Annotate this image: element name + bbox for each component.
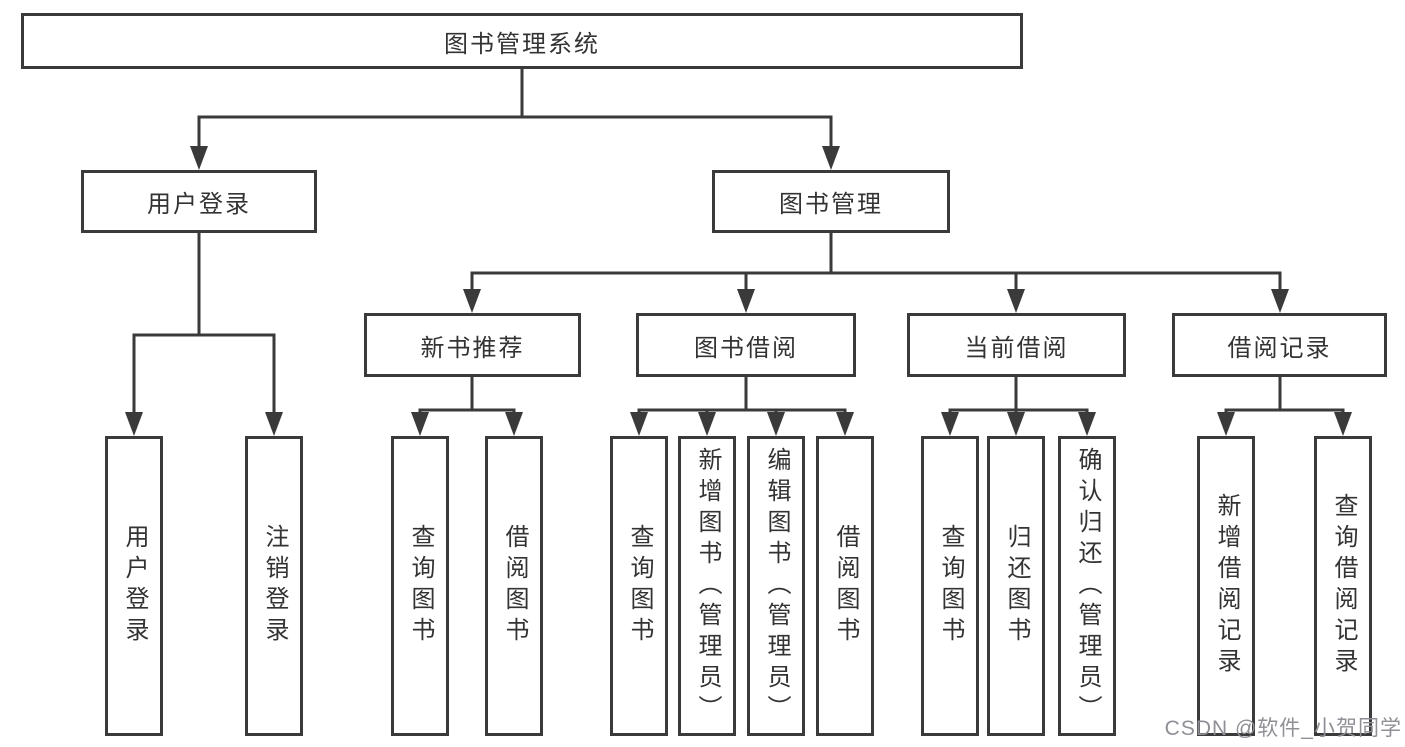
arrowhead-icons	[125, 146, 1352, 436]
arrowhead-down-icon	[411, 412, 429, 436]
node-label: 图书借阅	[694, 334, 798, 362]
node-label: 借阅记录	[1227, 334, 1332, 362]
node-library-system: 图书管理系统	[21, 13, 1023, 69]
arrowhead-down-icon	[463, 289, 481, 313]
arrowhead-down-icon	[190, 146, 208, 170]
node-label: 新书推荐	[420, 334, 525, 362]
node-label: 查询图书	[407, 524, 434, 648]
leaf-query-books-current: 查询图书	[921, 436, 979, 736]
node-label: 图书管理	[779, 191, 883, 218]
arrowhead-down-icon	[630, 412, 648, 436]
arrowhead-down-icon	[737, 289, 755, 313]
csdn-watermark: CSDN @软件_小贺同学	[1164, 717, 1402, 740]
node-book-borrowing: 图书借阅	[636, 313, 856, 377]
arrowhead-down-icon	[1007, 412, 1025, 436]
node-label: 查询图书	[626, 524, 653, 648]
node-label: 用户登录	[121, 524, 148, 648]
arrowhead-down-icon	[1007, 289, 1025, 313]
leaf-query-books-borrowing: 查询图书	[610, 436, 668, 736]
arrowhead-down-icon	[941, 412, 959, 436]
arrowhead-down-icon	[822, 146, 840, 170]
node-label: 用户登录	[147, 191, 251, 218]
node-label: 查询借阅记录	[1330, 493, 1357, 679]
leaf-borrow-books-recommend: 借阅图书	[485, 436, 543, 736]
node-label: 借阅图书	[832, 524, 859, 648]
node-label: 查询图书	[937, 524, 964, 648]
node-label: 新增借阅记录	[1213, 493, 1240, 679]
node-new-book-recommend: 新书推荐	[364, 313, 581, 377]
leaf-query-books-recommend: 查询图书	[391, 436, 449, 736]
leaf-add-book-admin: 新增图书（管理员）	[678, 436, 736, 736]
node-book-management: 图书管理	[712, 170, 950, 233]
arrowhead-down-icon	[698, 412, 716, 436]
leaf-query-borrow-record: 查询借阅记录	[1314, 436, 1372, 736]
node-label: 注销登录	[261, 524, 288, 648]
arrowhead-down-icon	[836, 412, 854, 436]
arrowhead-down-icon	[1334, 412, 1352, 436]
leaf-confirm-return-admin: 确认归还（管理员）	[1058, 436, 1116, 736]
arrowhead-down-icon	[1078, 412, 1096, 436]
leaf-logout: 注销登录	[245, 436, 303, 736]
node-current-borrowing: 当前借阅	[907, 313, 1126, 377]
tree-branch-lines	[132, 67, 1345, 412]
arrowhead-down-icon	[265, 412, 283, 436]
node-borrowing-records: 借阅记录	[1172, 313, 1387, 377]
leaf-borrow-books-borrowing: 借阅图书	[816, 436, 874, 736]
arrowhead-down-icon	[1271, 289, 1289, 313]
arrowhead-down-icon	[767, 412, 785, 436]
node-label: 归还图书	[1003, 524, 1030, 648]
node-label: 当前借阅	[964, 334, 1069, 362]
leaf-edit-book-admin: 编辑图书（管理员）	[747, 436, 805, 736]
leaf-user-login: 用户登录	[105, 436, 163, 736]
node-label: 新增图书（管理员）	[694, 446, 721, 726]
arrowhead-down-icon	[125, 412, 143, 436]
arrowhead-down-icon	[505, 412, 523, 436]
leaf-return-book: 归还图书	[987, 436, 1045, 736]
node-label: 图书管理系统	[444, 30, 600, 58]
node-label: 编辑图书（管理员）	[763, 446, 790, 726]
leaf-add-borrow-record: 新增借阅记录	[1197, 436, 1255, 736]
node-label: 借阅图书	[501, 524, 528, 648]
arrowhead-down-icon	[1217, 412, 1235, 436]
node-label: 确认归还（管理员）	[1074, 446, 1101, 726]
node-user-login-group: 用户登录	[81, 170, 317, 233]
